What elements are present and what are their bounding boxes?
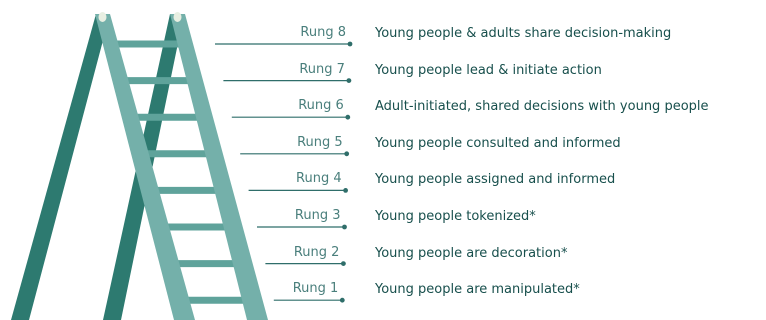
- rung-7-description: Young people lead & initiate action: [375, 62, 602, 78]
- rung-6-label: Rung 6: [298, 98, 344, 114]
- rung-1-label: Rung 1: [292, 281, 339, 297]
- rung-8-label: Rung 8: [300, 25, 346, 40]
- leader-lines: [215, 41, 353, 303]
- rung-6-description: Adult-initiated, shared decisions with y…: [375, 99, 709, 115]
- ladder-back-left-rail: [11, 14, 110, 320]
- ladder-front-left-rail: [95, 14, 195, 320]
- leader-dot-rung-5: [344, 151, 350, 157]
- rung-3-description: Young people tokenized*: [375, 209, 536, 224]
- rung-2-description: Young people are decoration*: [375, 245, 568, 261]
- leader-dot-rung-6: [345, 114, 351, 120]
- rung-4-description: Young people assigned and informed: [375, 172, 616, 188]
- rung-5-label: Rung 5: [297, 134, 343, 150]
- ladder-left-cap: [98, 12, 107, 22]
- ladder-front-right-rail: [170, 14, 268, 320]
- leader-dot-rung-8: [347, 41, 353, 47]
- rung-4-label: Rung 4: [296, 171, 342, 187]
- rung-8-description: Young people & adults share decision-mak…: [375, 26, 672, 41]
- rung-7-label: Rung 7: [299, 61, 345, 77]
- leader-dot-rung-4: [343, 188, 348, 193]
- rung-2-label: Rung 2: [293, 244, 340, 260]
- rung-5-description: Young people consulted and informed: [375, 135, 621, 151]
- leader-dot-rung-7: [346, 78, 352, 83]
- ladder-right-cap: [173, 12, 182, 22]
- rung-1-description: Young people are manipulated*: [375, 282, 580, 298]
- leader-dot-rung-1: [339, 297, 345, 303]
- rung-3-label: Rung 3: [294, 208, 341, 223]
- ladder-rung-bars: [107, 40, 260, 304]
- leader-dot-rung-3: [342, 224, 347, 230]
- leader-dot-rung-2: [341, 261, 346, 266]
